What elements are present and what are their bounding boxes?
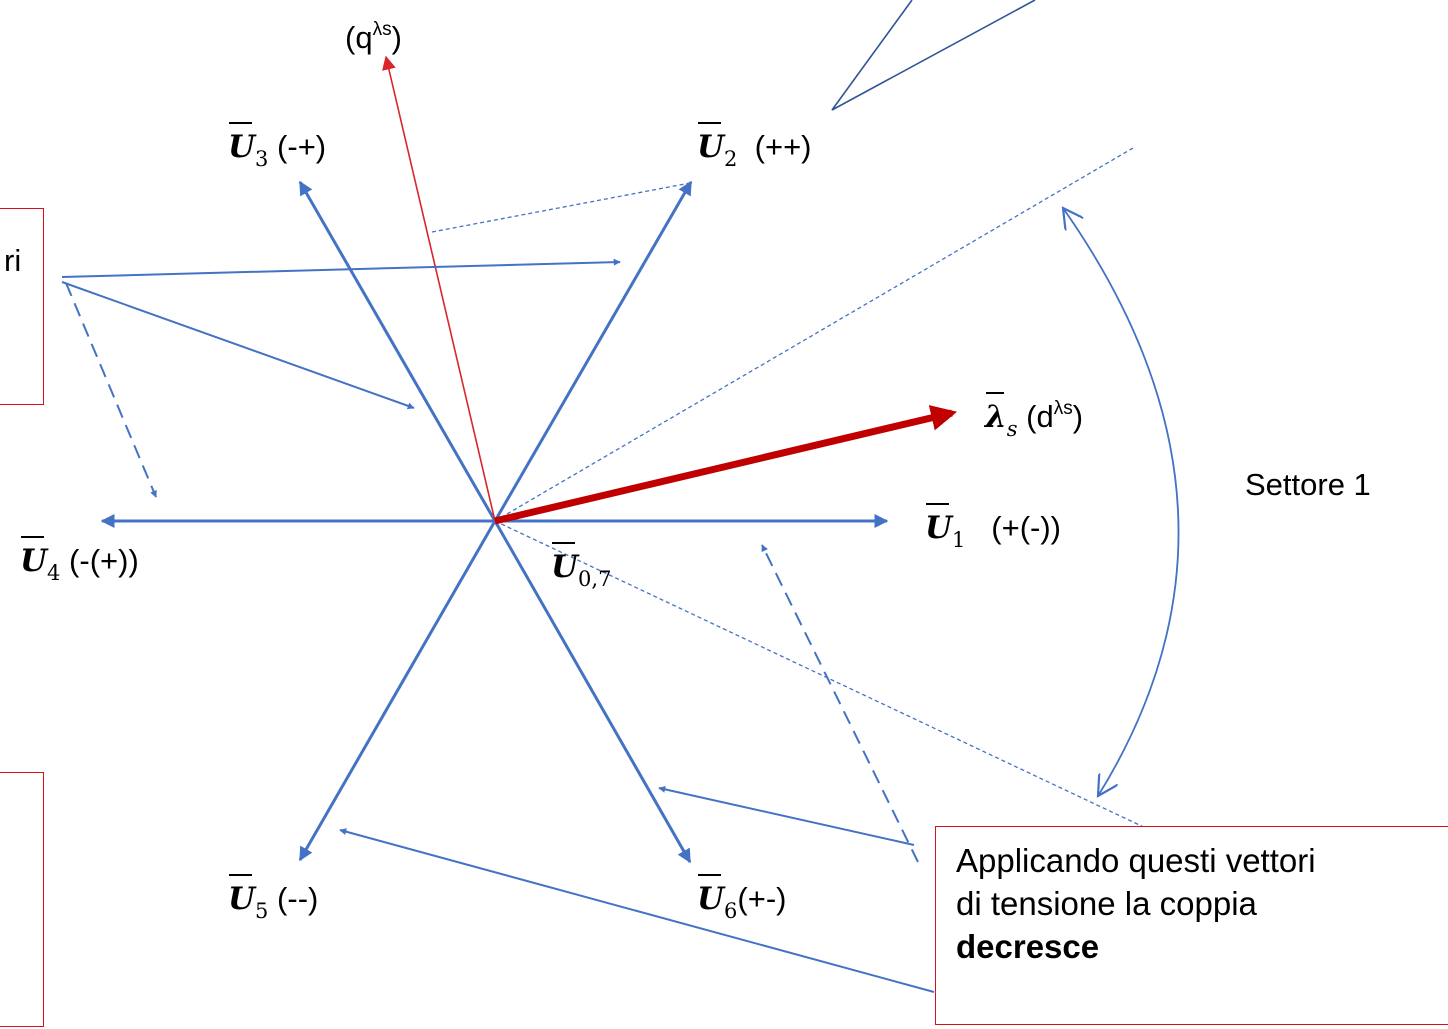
callout-line-1: Applicando questi vettori [956, 842, 1316, 879]
u4-label: U4 (-(+)) [20, 536, 139, 584]
sector-arc [1063, 208, 1180, 796]
top-callout-wedge [831, 0, 1036, 111]
left-bottom-callout-box [0, 772, 44, 1027]
right-callout-arrow-u6 [658, 785, 915, 846]
vector-u3 [298, 180, 497, 522]
left-callout-arrow-u2 [61, 258, 621, 278]
vector-u5 [298, 520, 497, 862]
right-callout-arrow-u1 [761, 544, 919, 863]
sector-boundary-lower [494, 520, 1151, 831]
callout-line-3: decresce [956, 928, 1100, 965]
u07-label: U0,7 [551, 542, 611, 590]
u2-projection-line [431, 182, 691, 233]
q-axis-label: (qλs) [345, 19, 402, 55]
flux-vector-lambda-s [494, 405, 958, 525]
left-top-callout-box: ri [0, 208, 44, 405]
right-callout-arrow-u5 [339, 828, 935, 993]
callout-line-2: di tensione la coppia [956, 885, 1257, 922]
sector-boundary-upper [494, 147, 1134, 522]
flux-vector-label: λs (dλs) [985, 392, 1083, 440]
left-callout-arrow-u3 [61, 281, 415, 410]
left-box-partial-text: ri [4, 243, 22, 278]
u3-label: U3 (-+) [228, 122, 326, 170]
q-axis-arrow [382, 55, 496, 522]
vector-u2 [493, 180, 693, 522]
decresce-callout-text: Applicando questi vettori di tensione la… [956, 839, 1316, 968]
left-callout-arrow-u4 [65, 282, 157, 498]
decresce-callout-box: Applicando questi vettori di tensione la… [935, 826, 1448, 1025]
u2-label: U2 (++) [697, 122, 812, 170]
vector-u6 [493, 520, 692, 864]
u6-label: U6(+-) [697, 874, 787, 922]
sector-label: Settore 1 [1245, 467, 1371, 502]
u5-label: U5 (--) [228, 874, 318, 922]
u1-label: U1 (+(-)) [925, 503, 1061, 551]
